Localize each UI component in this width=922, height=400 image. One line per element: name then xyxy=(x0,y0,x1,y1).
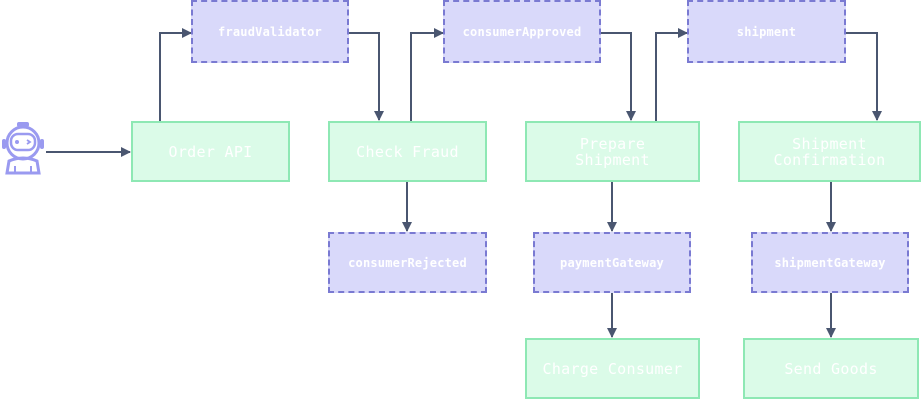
shipment-confirmation-node[interactable]: Shipment Confirmation xyxy=(738,121,921,182)
check-fraud-label: Check Fraud xyxy=(356,142,459,161)
send-goods-node[interactable]: Send Goods xyxy=(743,338,919,399)
consumer-rejected-label: consumerRejected xyxy=(348,255,467,270)
arrow-shipment-to-shipment-confirmation xyxy=(845,32,882,121)
payment-gateway-topic[interactable]: paymentGateway xyxy=(533,232,691,293)
shipment-gateway-topic[interactable]: shipmentGateway xyxy=(751,232,909,293)
arrow-fraud-validator-to-check-fraud xyxy=(348,32,384,121)
shipment-gateway-label: shipmentGateway xyxy=(774,255,886,270)
arrow-consumer-approved-to-prepare-shipment xyxy=(600,32,636,121)
order-api-label: Order API xyxy=(168,142,253,161)
prepare-shipment-node[interactable]: Prepare Shipment xyxy=(525,121,700,182)
consumer-approved-label: consumerApproved xyxy=(462,24,582,39)
shipment-confirmation-label: Shipment Confirmation xyxy=(773,134,886,169)
fraud-validator-topic[interactable]: fraudValidator xyxy=(191,0,349,63)
check-fraud-node[interactable]: Check Fraud xyxy=(328,121,487,182)
robot-icon xyxy=(2,122,44,175)
arrow-check-fraud-to-consumer-approved xyxy=(410,28,444,121)
fraud-validator-label: fraudValidator xyxy=(218,24,322,39)
arrow-prepare-shipment-to-shipment xyxy=(655,28,688,121)
shipment-label: shipment xyxy=(736,24,797,39)
charge-consumer-node[interactable]: Charge Consumer xyxy=(525,338,700,399)
consumer-approved-topic[interactable]: consumerApproved xyxy=(443,0,601,63)
prepare-shipment-label: Prepare Shipment xyxy=(575,134,650,169)
arrow-order-api-to-fraud-validator xyxy=(159,28,192,121)
charge-consumer-label: Charge Consumer xyxy=(542,359,683,378)
order-api-node[interactable]: Order API xyxy=(131,121,290,182)
payment-gateway-label: paymentGateway xyxy=(560,255,664,270)
consumer-rejected-topic[interactable]: consumerRejected xyxy=(328,232,487,293)
send-goods-label: Send Goods xyxy=(784,359,878,378)
shipment-topic[interactable]: shipment xyxy=(687,0,846,63)
